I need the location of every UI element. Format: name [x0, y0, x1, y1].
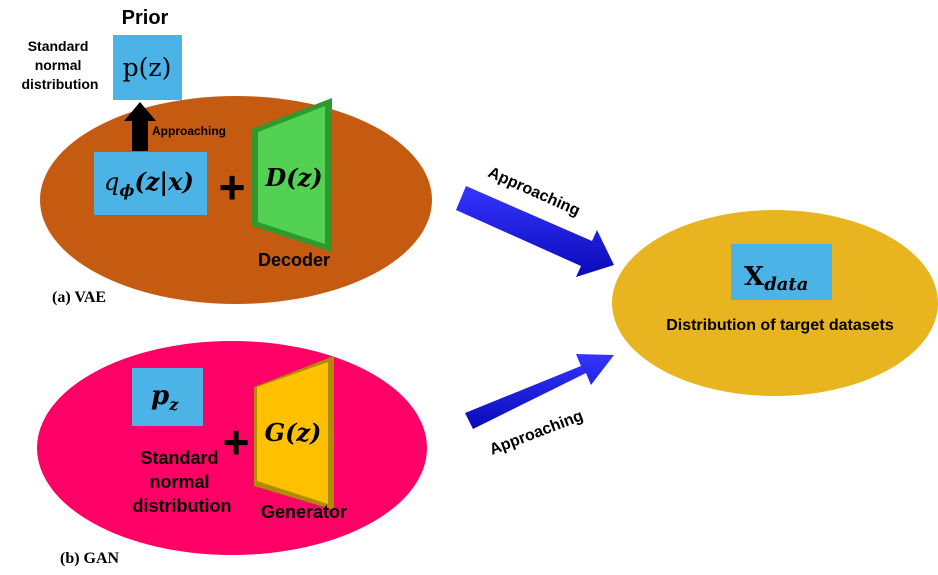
- gan-caption: (b) GAN: [60, 550, 120, 567]
- encoder-box: [94, 152, 207, 215]
- vae-caption: (a) VAE: [52, 289, 106, 306]
- gan-note-line-3: distribution: [133, 496, 232, 516]
- gan-arrow-label: Approaching: [487, 408, 585, 459]
- prior-formula: p(z): [123, 53, 172, 82]
- decoder-label: Decoder: [258, 250, 330, 270]
- target-ellipse: [612, 210, 938, 396]
- vae-plus: +: [219, 161, 246, 213]
- gan-plus: +: [223, 416, 250, 468]
- decoder-shape: [258, 106, 325, 244]
- prior-note-line-2: normal: [35, 57, 82, 73]
- approach-small-label: Approaching: [152, 124, 226, 138]
- generator-label: Generator: [261, 502, 347, 522]
- gan-note-line-1: Standard: [140, 448, 218, 468]
- approach-up-arrow: [124, 102, 156, 151]
- gan-prior-formula: pz: [151, 381, 179, 414]
- gan-prior-box: [132, 368, 203, 426]
- target-formula: Xdata: [744, 262, 808, 295]
- gan-prior-note: Standard normal distribution: [133, 448, 232, 516]
- encoder-formula: qϕ(z|x): [104, 167, 194, 200]
- prior-box: [113, 35, 182, 100]
- prior-note: Standard normal distribution: [22, 38, 99, 92]
- prior-note-line-3: distribution: [22, 76, 99, 92]
- gan-note-line-2: normal: [149, 472, 209, 492]
- vae-to-target-arrow: [456, 186, 614, 277]
- target-box: [731, 244, 832, 300]
- generator-shape: [257, 362, 328, 504]
- generator-formula: G(z): [265, 418, 322, 447]
- target-label: Distribution of target datasets: [666, 317, 894, 334]
- prior-note-line-1: Standard: [28, 38, 89, 54]
- gan-to-target-arrow: [465, 354, 614, 429]
- decoder-formula: D(z): [264, 163, 322, 192]
- prior-title: Prior: [122, 7, 169, 29]
